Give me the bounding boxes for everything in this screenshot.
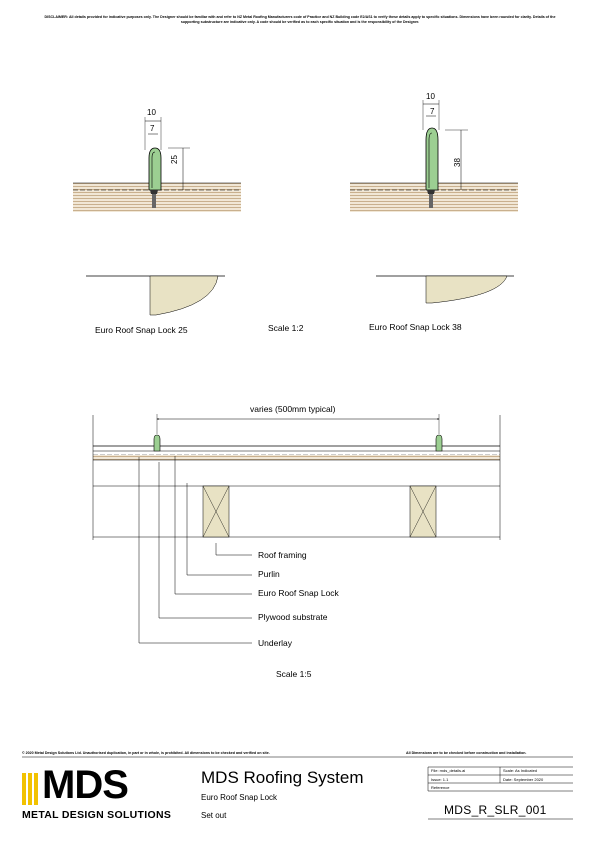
- label-plywood-substrate: Plywood substrate: [258, 612, 328, 622]
- caption-snap-lock-25: Euro Roof Snap Lock 25: [95, 325, 188, 335]
- disclaimer-text: DISCLAIMER: All details provided for ind…: [44, 15, 556, 24]
- issue-field: Issue: 1.1: [431, 777, 449, 782]
- system-title: MDS Roofing System: [201, 768, 364, 787]
- purlin-section: [425, 275, 508, 304]
- leader-roof-framing: [215, 543, 252, 556]
- dim-inner-left: 7: [150, 124, 155, 133]
- scale-1-5: Scale 1:5: [276, 669, 312, 679]
- profile-detail-left: [73, 117, 241, 316]
- file-name: File: mds_details.ai: [431, 768, 466, 773]
- leader-purlin: [186, 483, 252, 576]
- reference-field: Reference: [431, 785, 450, 790]
- spacing-label: varies (500mm typical): [250, 404, 336, 414]
- label-purlin: Purlin: [258, 569, 280, 579]
- roof-section-detail: [92, 414, 501, 644]
- leader-snap-lock: [174, 456, 252, 595]
- scale-1-2: Scale 1:2: [268, 323, 304, 333]
- copyright-note: © 2020 Metal Design Solutions Ltd. Unaut…: [22, 751, 270, 755]
- screw: [152, 192, 156, 208]
- sheet-title: Set out: [201, 811, 227, 820]
- detail-subtitle: Euro Roof Snap Lock: [201, 793, 278, 802]
- screw: [429, 192, 433, 208]
- leader-plywood: [158, 462, 252, 619]
- drawing-number: MDS_R_SLR_001: [444, 803, 547, 817]
- dim-width-left: 10: [147, 108, 156, 117]
- seam-profile: [148, 147, 162, 191]
- verify-note: All Dimensions are to be checked before …: [406, 751, 527, 755]
- dim-width-right: 10: [426, 92, 435, 101]
- date-field: Date: September 2020: [503, 777, 544, 782]
- mds-logo: MDS: [42, 763, 129, 807]
- seam-2: [435, 434, 443, 452]
- seam-profile: [425, 127, 439, 191]
- label-roof-framing: Roof framing: [258, 550, 307, 560]
- dim-inner-right: 7: [430, 107, 435, 116]
- profile-detail-right: [350, 100, 518, 304]
- seam-1: [153, 434, 161, 452]
- caption-snap-lock-38: Euro Roof Snap Lock 38: [369, 322, 462, 332]
- leader-underlay: [138, 457, 252, 644]
- brand-name: METAL DESIGN SOLUTIONS: [22, 809, 172, 821]
- dim-height-left: 25: [170, 155, 179, 164]
- purlin-section: [149, 275, 219, 316]
- dim-height-right: 38: [453, 158, 462, 167]
- scale-field: Scale: As Indicated: [503, 768, 538, 773]
- label-underlay: Underlay: [258, 638, 293, 648]
- label-euro-roof-snap-lock: Euro Roof Snap Lock: [258, 588, 339, 598]
- title-block: [22, 756, 573, 820]
